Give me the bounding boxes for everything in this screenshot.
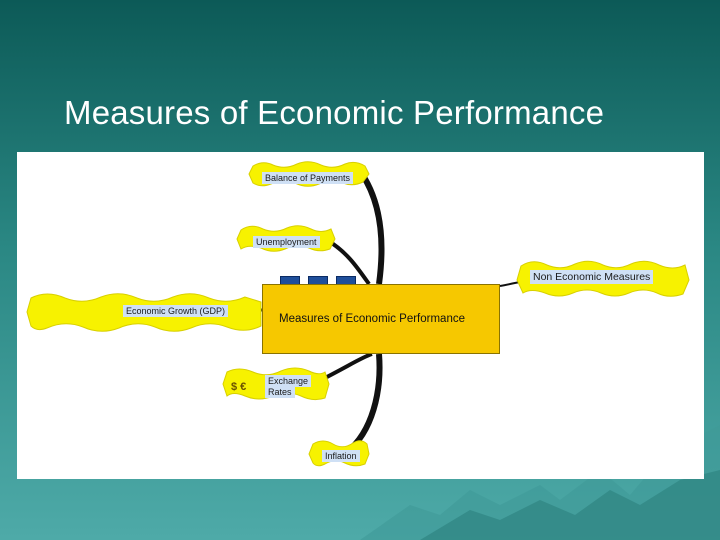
label-economic-growth: Economic Growth (GDP) xyxy=(123,305,229,317)
slide-title: Measures of Economic Performance xyxy=(64,94,605,131)
label-non-economic: Non Economic Measures xyxy=(530,270,654,284)
label-unemployment: Unemployment xyxy=(253,236,320,248)
mind-map-diagram: Balance of Payments Unemployment Economi… xyxy=(17,152,704,479)
central-node: Measures of Economic Performance xyxy=(262,284,500,354)
connector-balance xyxy=(359,172,385,285)
label-balance-of-payments: Balance of Payments xyxy=(262,172,354,184)
label-exchange-line2: Rates xyxy=(265,386,295,398)
connector-inflation xyxy=(345,353,383,455)
central-node-label: Measures of Economic Performance xyxy=(279,313,465,325)
label-exchange-line1: Exchange xyxy=(265,375,312,387)
label-inflation: Inflation xyxy=(322,450,360,462)
currency-icon: $ € xyxy=(231,381,247,393)
